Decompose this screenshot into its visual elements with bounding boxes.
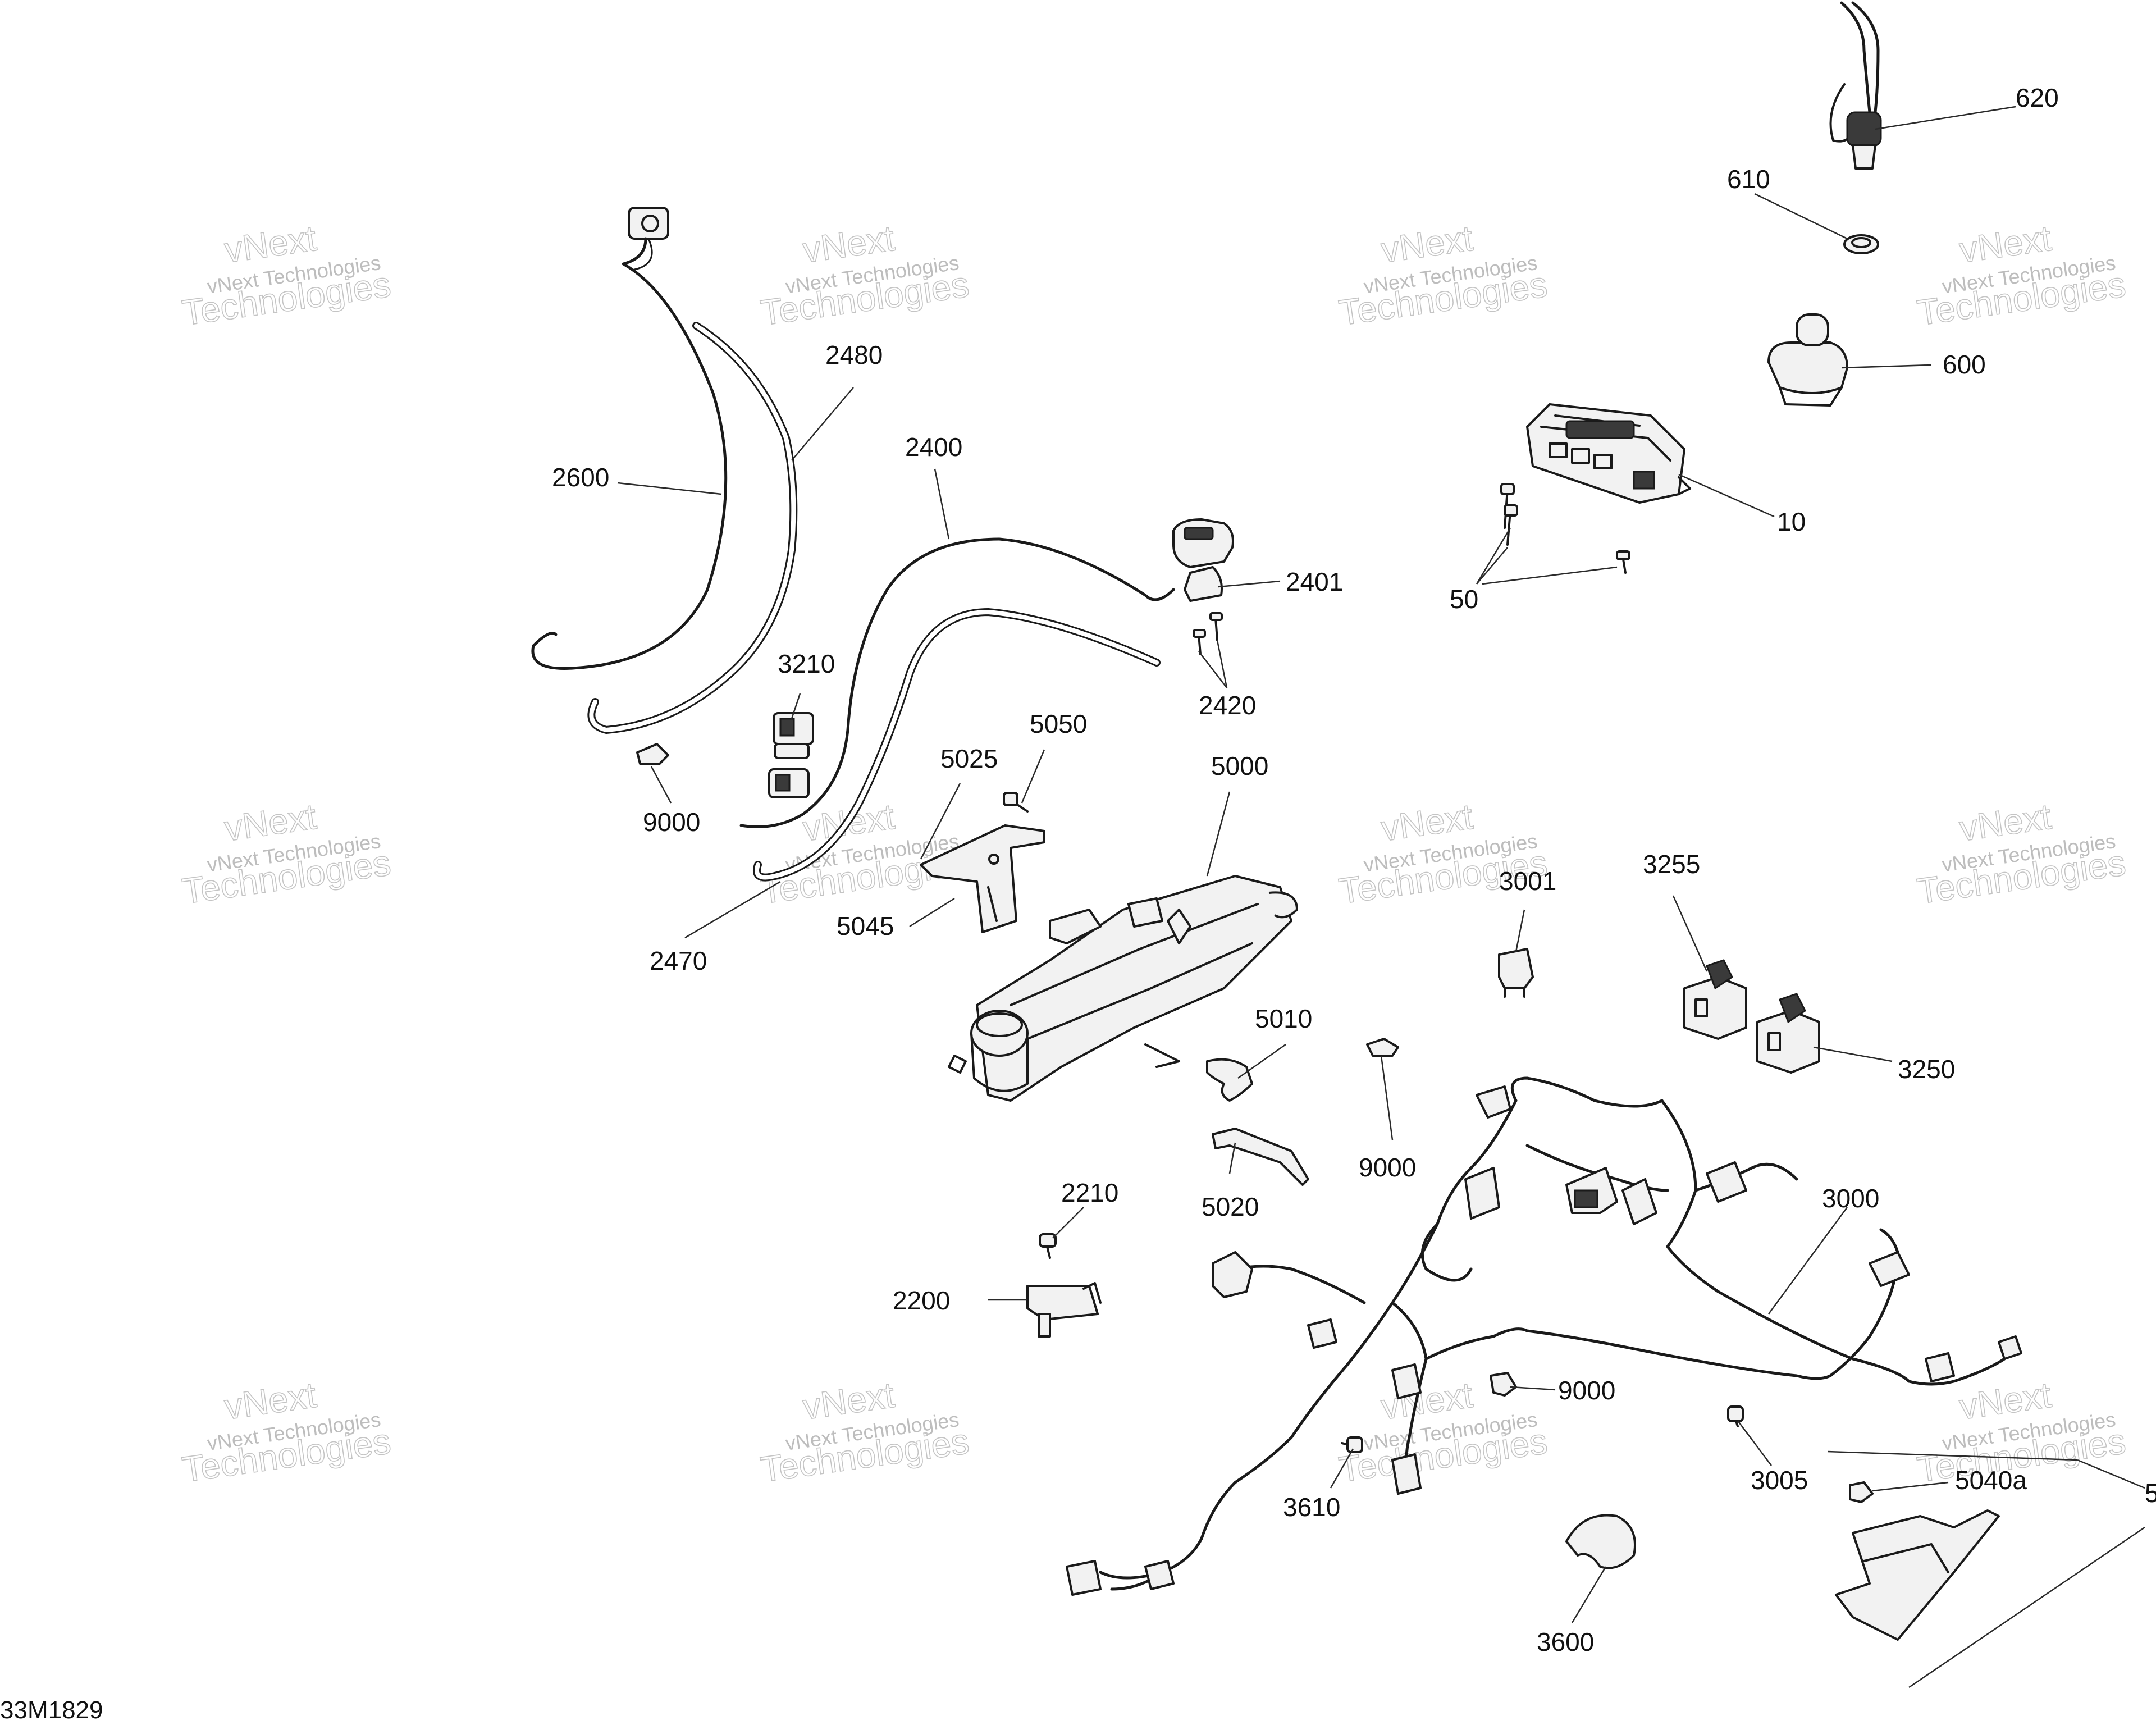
part-10-control-module bbox=[1526, 403, 1691, 504]
watermark: vNext vNext Technologies Technologies bbox=[757, 1374, 972, 1490]
callout-620: 620 bbox=[2016, 83, 2059, 112]
part-3255-switch bbox=[1683, 959, 1747, 1040]
part-620-lanyard bbox=[1829, 1, 1882, 170]
part-2210-screw bbox=[1039, 1233, 1057, 1259]
callout-2480: 2480 bbox=[825, 340, 883, 369]
watermark: vNext vNext Technologies Technologies bbox=[179, 796, 394, 912]
callout-3600: 3600 bbox=[1537, 1627, 1594, 1656]
callout-2401: 2401 bbox=[1286, 567, 1343, 596]
callout-3250: 3250 bbox=[1898, 1055, 1955, 1084]
callout-3610: 3610 bbox=[1283, 1493, 1340, 1522]
part-2200-sensor bbox=[1026, 1282, 1102, 1338]
callout-5040a: 5040a bbox=[1955, 1466, 2027, 1495]
part-3001-relay bbox=[1498, 948, 1534, 998]
part-3005-screw bbox=[1727, 1405, 1744, 1427]
part-3610-screw bbox=[1341, 1436, 1363, 1453]
leader-lines bbox=[617, 106, 2145, 1689]
callout-3210: 3210 bbox=[778, 649, 835, 678]
watermark: vNext vNext Technologies Technologies bbox=[1914, 1374, 2128, 1490]
part-2401-sensor bbox=[1172, 518, 1234, 602]
watermark-layer: vNext vNext Technologies Technologies vN… bbox=[179, 217, 2128, 1490]
callout-2200: 2200 bbox=[893, 1286, 950, 1315]
callout-9000-lower: 9000 bbox=[1558, 1376, 1615, 1405]
part-2600-harness bbox=[531, 207, 728, 670]
part-2470-tube bbox=[753, 608, 1161, 882]
callout-610: 610 bbox=[1727, 165, 1770, 194]
callout-2210: 2210 bbox=[1061, 1178, 1118, 1207]
part-5020-bracket bbox=[1212, 1128, 1309, 1186]
part-9000-nut-left bbox=[636, 743, 669, 765]
part-9000-nut-center bbox=[1366, 1038, 1399, 1057]
part-5-bracket bbox=[1835, 1509, 2000, 1641]
callout-10: 10 bbox=[1777, 507, 1806, 536]
callout-5: 5 bbox=[2145, 1478, 2156, 1508]
callout-5010: 5010 bbox=[1255, 1004, 1312, 1033]
part-2480-tube bbox=[587, 322, 798, 734]
part-5050-screw bbox=[1003, 792, 1029, 813]
part-5045-bracket bbox=[920, 824, 1045, 933]
part-3000-main-harness bbox=[1066, 1076, 2022, 1596]
watermark: vNext vNext Technologies Technologies bbox=[179, 217, 394, 334]
callout-5000: 5000 bbox=[1211, 751, 1268, 781]
watermark: vNext vNext Technologies Technologies bbox=[179, 1374, 394, 1490]
part-600-switch bbox=[1767, 313, 1848, 407]
callout-5025: 5025 bbox=[940, 744, 998, 773]
callout-5050: 5050 bbox=[1030, 709, 1087, 738]
callout-3000: 3000 bbox=[1822, 1184, 1879, 1213]
callout-9000-left: 9000 bbox=[643, 807, 700, 837]
callout-2400: 2400 bbox=[905, 432, 962, 462]
callout-3001: 3001 bbox=[1499, 866, 1556, 896]
watermark: vNext vNext Technologies Technologies bbox=[1336, 217, 1550, 334]
part-5000-module bbox=[948, 875, 1298, 1102]
callout-2470: 2470 bbox=[650, 946, 707, 975]
callout-5020: 5020 bbox=[1202, 1192, 1259, 1221]
part-3250-switch bbox=[1756, 993, 1820, 1074]
part-50-screws bbox=[1500, 483, 1630, 574]
callout-2420: 2420 bbox=[1199, 691, 1256, 720]
callout-2600: 2600 bbox=[552, 463, 609, 492]
part-2400-harness bbox=[739, 537, 1175, 828]
callout-9000-center: 9000 bbox=[1359, 1153, 1416, 1182]
watermark: vNext vNext Technologies Technologies bbox=[1914, 796, 2128, 912]
diagram-id: 33M1829 bbox=[0, 1696, 103, 1724]
watermark: vNext vNext Technologies Technologies bbox=[1336, 1374, 1550, 1490]
callout-5045: 5045 bbox=[837, 911, 894, 941]
part-3210-connector bbox=[768, 712, 814, 798]
part-2420-screws bbox=[1193, 612, 1223, 655]
callout-3005: 3005 bbox=[1751, 1466, 1808, 1495]
callout-600: 600 bbox=[1943, 350, 1986, 379]
watermark: vNext vNext Technologies Technologies bbox=[1914, 217, 2128, 334]
part-610-cap bbox=[1843, 234, 1879, 254]
watermark: vNext vNext Technologies Technologies bbox=[757, 217, 972, 334]
callout-labels: 620 610 600 10 50 2480 2600 2400 2401 24… bbox=[552, 83, 2156, 1656]
part-5040a-nut bbox=[1849, 1481, 1874, 1503]
part-3600-clamp bbox=[1565, 1514, 1636, 1569]
part-5010-clip bbox=[1206, 1058, 1253, 1102]
callout-50: 50 bbox=[1450, 585, 1478, 614]
callout-3255: 3255 bbox=[1643, 850, 1700, 879]
part-9000-nut-lower bbox=[1490, 1372, 1517, 1397]
